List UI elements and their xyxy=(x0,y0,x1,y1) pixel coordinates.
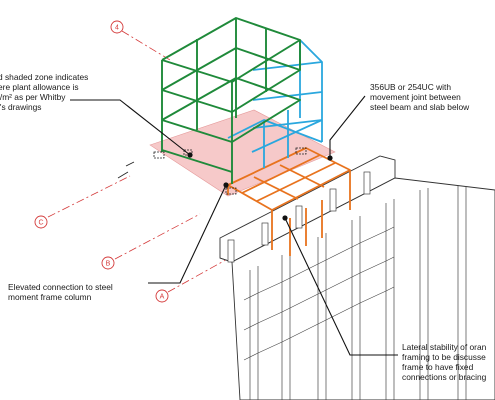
annotation-line: d shaded zone indicates xyxy=(0,72,89,82)
annotation-lateral-stability: Lateral stability of oran framing to be … xyxy=(402,342,486,382)
annotation-elevated-connection: Elevated connection to steel moment fram… xyxy=(8,282,113,302)
blue-steel-frame xyxy=(227,39,323,168)
annotation-line: framing to be discusse xyxy=(402,352,486,362)
annotation-line: l/m² as per Whitby xyxy=(0,92,66,102)
annotation-line: Lateral stability of oran xyxy=(402,342,487,352)
grid-line-4 xyxy=(121,30,171,61)
grid-bubbles: 4 C B A xyxy=(34,20,169,303)
connection-marks xyxy=(117,147,307,195)
orange-steel-frame xyxy=(227,147,351,256)
annotation-plant-allowance: d shaded zone indicates ere plant allowa… xyxy=(0,72,88,112)
leader-bottom-left xyxy=(148,184,227,284)
annotation-line: i's drawings xyxy=(0,102,42,112)
grid-bubble-b: B xyxy=(101,256,115,270)
annotation-line: moment frame column xyxy=(8,292,92,302)
annotation-beam-spec: 356UB or 254UC with movement joint betwe… xyxy=(370,82,469,112)
leader-bottom-right xyxy=(284,217,398,356)
grid-bubble-4: 4 xyxy=(110,20,124,34)
leader-dots xyxy=(187,152,333,221)
leader-top-left xyxy=(70,99,191,156)
grid-tag-c: C xyxy=(38,220,43,227)
grid-bubble-c: C xyxy=(34,215,48,229)
parapet-piers xyxy=(227,171,371,263)
annotation-line: steel beam and slab below xyxy=(370,102,470,112)
building-floor-bands xyxy=(243,226,395,361)
leader-top-right xyxy=(329,95,366,158)
annotation-line: connections or bracing xyxy=(402,372,487,382)
annotation-line: movement joint between xyxy=(370,92,461,102)
green-steel-frame xyxy=(161,17,301,184)
annotation-line: ere plant allowance is xyxy=(0,82,79,92)
grid-tag-4: 4 xyxy=(115,25,119,32)
annotation-line: Elevated connection to steel xyxy=(8,282,113,292)
grid-tag-a: A xyxy=(160,294,165,301)
annotation-line: 356UB or 254UC with xyxy=(370,82,451,92)
grid-line-c xyxy=(47,175,131,218)
grid-line-b xyxy=(114,213,201,260)
building-facade-piers xyxy=(249,186,467,400)
leader-lines xyxy=(70,95,398,356)
annotation-line: frame to have fixed xyxy=(402,362,474,372)
shaded-plant-zone xyxy=(149,109,336,197)
grid-tag-b: B xyxy=(106,261,111,268)
grid-bubble-a: A xyxy=(155,289,169,303)
existing-building xyxy=(219,155,495,400)
